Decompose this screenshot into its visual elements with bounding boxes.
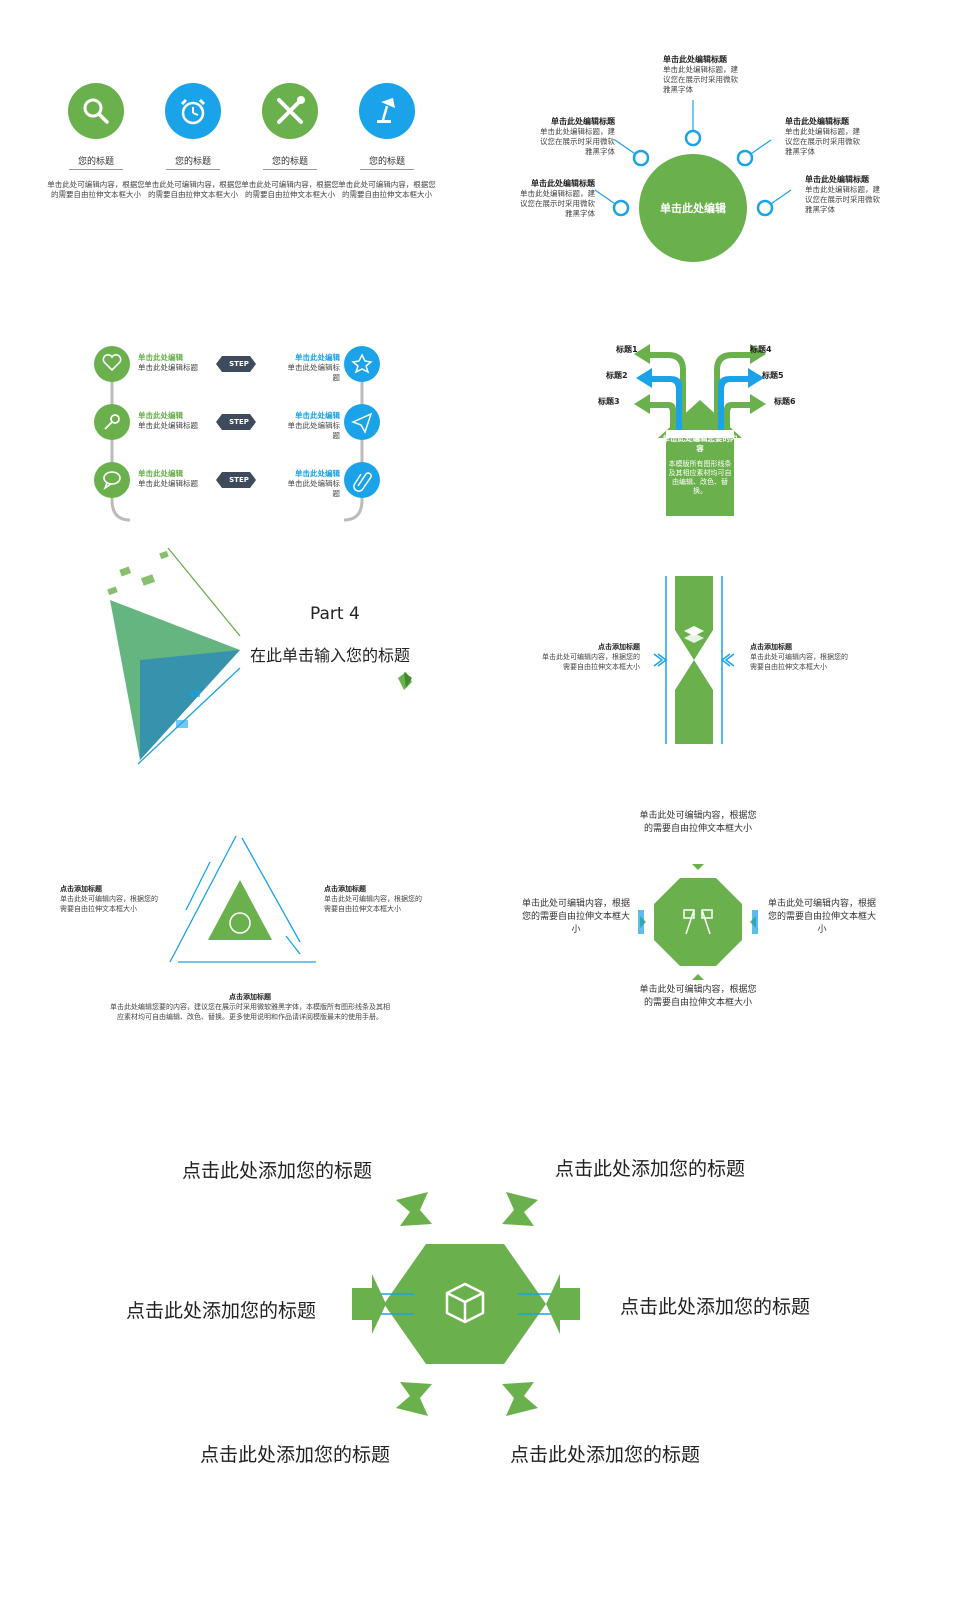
hourglass-graphic [653,576,735,744]
race-flags-icon [683,909,713,935]
triangle-bottom: 点击添加标题 单击此处编辑您要的内容，建议您在展示时采用微软雅黑字体，本模版所有… [110,993,390,1021]
branch-label: 标题2 [606,371,628,380]
feature-title: 您的标题 [77,157,114,167]
triangle-right: 点击添加标题 单击此处可编辑内容，根据您的需要自由拉伸文本框大小 [324,885,422,913]
mosaic-graphic [107,547,412,765]
step-left-item: 单击此处编辑 单击此处编辑标题 [138,469,198,488]
hexagon-graphic [352,1192,580,1416]
feature-desc: 单击此处可编辑内容，根据您的需要自由拉伸文本框大小 [338,180,436,199]
alarm-clock-icon [165,83,221,139]
octagon-graphic [638,864,758,980]
feature-desc: 单击此处可编辑内容，根据您的需要自由拉伸文本框大小 [47,180,145,199]
feature-desc: 单击此处可编辑内容，根据您的需要自由拉伸文本框大小 [144,180,242,199]
hourglass-right: 点击添加标题 单击此处可编辑内容，根据您的需要自由拉伸文本框大小 [750,643,848,671]
key-icon [104,414,120,430]
hex-title: 点击此处添加您的标题 [555,1158,746,1180]
wheel-icon [229,912,251,934]
octagon-bottom-text: 单击此处可编辑内容，根据您的需要自由拉伸文本框大小 [639,985,757,1008]
hex-title: 点击此处添加您的标题 [510,1444,701,1466]
chat-bubble-icon [103,471,121,491]
triangle-graphic [169,835,316,963]
radial-label: 单击此处编辑标题 单击此处编辑标题，建议您在展示时采用微软雅黑字体 [805,175,880,214]
hex-title: 点击此处添加您的标题 [620,1296,811,1318]
cube-icon [445,1282,485,1324]
hexagon-panel: 点击此处添加您的标题 点击此处添加您的标题 点击此处添加您的标题 点击此处添加您… [0,1140,960,1480]
icon-features-panel: 您的标题 单击此处可编辑内容，根据您的需要自由拉伸文本框大小 您的标题 单击此处… [40,80,440,230]
layers-icon [684,626,704,643]
branch-label: 标题4 [750,345,772,354]
branch-arrows-graphic [634,344,766,516]
branch-label: 标题5 [762,371,784,380]
step-timeline-panel: STEP STEP STEP 单击此处编辑 单击此处编辑标题 单击此处编辑 单击… [90,340,390,530]
hourglass-panel: 点击添加标题 单击此处可编辑内容，根据您的需要自由拉伸文本框大小 点击添加标题 … [540,570,860,750]
hex-title: 点击此处添加您的标题 [200,1444,391,1466]
octagon-left-text: 单击此处可编辑内容，根据您的需要自由拉伸文本框大小 [521,899,630,935]
star-icon [351,353,373,374]
heart-icon [102,353,122,372]
octagon-panel: 单击此处可编辑内容，根据您的需要自由拉伸文本框大小 单击此处可编辑内容，根据您的… [520,810,880,1040]
radial-label: 单击此处编辑标题 单击此处编辑标题，建议您在展示时采用微软雅黑字体 [785,117,860,156]
triangle-left: 点击添加标题 单击此处可编辑内容，根据您的需要自由拉伸文本框大小 [60,885,158,913]
octagon-top-text: 单击此处可编辑内容，根据您的需要自由拉伸文本框大小 [639,811,757,834]
feature-desc: 单击此处可编辑内容，根据您的需要自由拉伸文本框大小 [241,180,339,199]
step-right-item: 单击此处编辑 单击此处编辑标题 [287,353,341,382]
timeline-lines [94,346,380,522]
octagon-right-text: 单击此处可编辑内容，根据您的需要自由拉伸文本框大小 [767,899,876,935]
paper-plane-icon [351,412,373,434]
branch-label: 标题6 [774,397,796,406]
step-left-item: 单击此处编辑 单击此处编辑标题 [138,411,198,430]
step-badge: STEP [229,360,249,368]
radial-center-label: 单击此处编辑 [660,202,726,215]
radial-panel: 单击此处编辑 单击此处编辑标题 单击此处编辑标题，建议您在展示时采用微软雅黑字体… [515,50,955,270]
feature-item: 您的标题 单击此处可编辑内容，根据您的需要自由拉伸文本框大小 [240,80,340,200]
branch-box-title: 单击此处编辑您要的内容 [662,434,738,453]
section-cover-panel: Part 4 在此单击输入您的标题 [80,540,460,780]
tools-icon [262,83,318,139]
radial-label: 单击此处编辑标题 单击此处编辑标题，建议您在展示时采用微软雅黑字体 [520,179,595,218]
feature-item: 您的标题 单击此处可编辑内容，根据您的需要自由拉伸文本框大小 [337,80,437,200]
feature-title: 您的标题 [368,157,405,167]
radial-label: 单击此处编辑标题 单击此处编辑标题，建议您在展示时采用微软雅黑字体 [540,117,615,156]
feature-item: 您的标题 单击此处可编辑内容，根据您的需要自由拉伸文本框大小 [46,80,146,200]
branch-arrows-panel: 标题1 标题2 标题3 标题4 标题5 标题6 单击此处编辑您要的内容 本模版所… [590,330,810,520]
hex-title: 点击此处添加您的标题 [182,1160,373,1182]
section-title: 在此单击输入您的标题 [250,646,411,665]
hex-title: 点击此处添加您的标题 [126,1300,317,1322]
branch-box-desc: 本模版所有图形线条及其相应素材均可自由编辑、改色、替换。 [668,460,732,495]
hourglass-left: 点击添加标题 单击此处可编辑内容，根据您的需要自由拉伸文本框大小 [542,643,640,671]
branch-label: 标题1 [616,345,638,354]
feature-title: 您的标题 [271,157,308,167]
paperclip-icon [353,472,372,492]
step-badge: STEP [229,418,249,426]
search-icon [68,83,124,139]
triangle-cycle-panel: 点击添加标题 单击此处可编辑内容，根据您的需要自由拉伸文本框大小 点击添加标题 … [60,830,440,1030]
radial-graphic [594,100,792,262]
feature-title: 您的标题 [174,157,211,167]
step-left-item: 单击此处编辑 单击此处编辑标题 [138,353,198,372]
desk-lamp-icon [359,83,415,139]
branch-label: 标题3 [598,397,620,406]
step-right-item: 单击此处编辑 单击此处编辑标题 [287,411,341,440]
radial-label: 单击此处编辑标题 单击此处编辑标题，建议您在展示时采用微软雅黑字体 [663,55,738,94]
feature-item: 您的标题 单击此处可编辑内容，根据您的需要自由拉伸文本框大小 [143,80,243,200]
step-badge: STEP [229,476,249,484]
section-part: Part 4 [310,604,360,624]
step-right-item: 单击此处编辑 单击此处编辑标题 [287,469,341,498]
